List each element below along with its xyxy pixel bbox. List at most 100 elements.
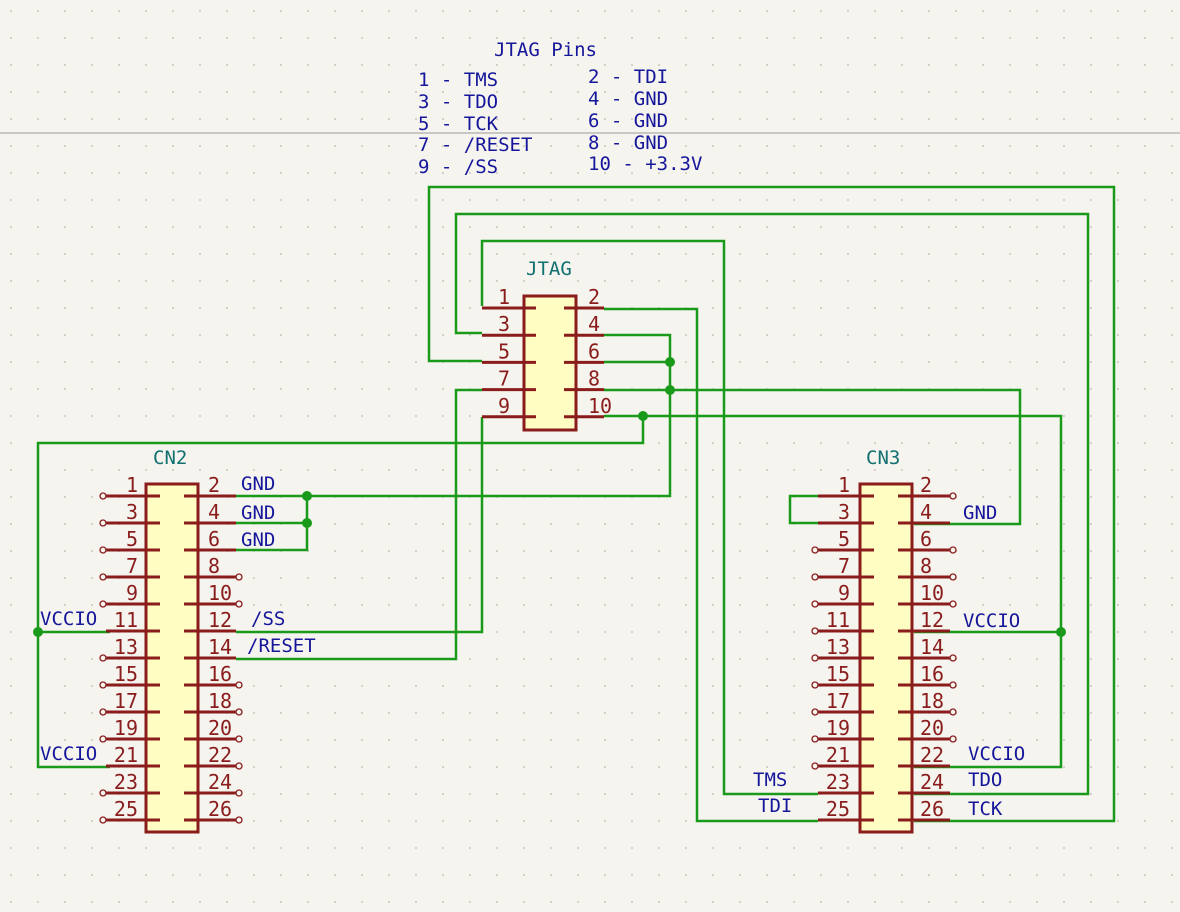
cn2-pin-number: 15	[114, 662, 138, 686]
wire-tdo[interactable]	[454, 212, 1090, 796]
no-connect-icon	[235, 735, 243, 743]
no-connect-icon	[99, 573, 107, 581]
cn3-pin-number: 11	[826, 608, 850, 632]
notes-line-9: 9 - /SS	[418, 156, 498, 178]
cn2-pin-number: 20	[208, 716, 232, 740]
no-connect-icon	[949, 654, 957, 662]
cn3-pin-number: 14	[920, 635, 944, 659]
no-connect-icon	[811, 546, 819, 554]
jtag-pin-number: 5	[498, 339, 510, 363]
cn3-pin-number: 8	[920, 554, 932, 578]
cn3-reference: CN3	[866, 447, 900, 469]
no-connect-icon	[811, 708, 819, 716]
wire-gnd-8-cn3[interactable]	[604, 388, 1022, 526]
jtag-pin-number: 4	[588, 312, 600, 336]
cn3-pin-number: 21	[826, 743, 850, 767]
notes-line-5: 5 - TCK	[418, 113, 499, 135]
notes-line-2: 2 - TDI	[588, 66, 668, 88]
cn2-pin-number: 11	[114, 608, 138, 632]
wire-tdi[interactable]	[604, 307, 818, 823]
cn2-pin-number: 22	[208, 743, 232, 767]
net-label-gnd: GND	[963, 502, 997, 524]
wire-cn3-gnd-loop[interactable]	[788, 494, 818, 525]
wire-gnd-4[interactable]	[604, 333, 672, 362]
wire-gnd-cn2-stack[interactable]	[236, 496, 309, 552]
net-label-ss: /SS	[251, 608, 285, 630]
no-connect-icon	[99, 600, 107, 608]
no-connect-icon	[99, 492, 107, 500]
cn3-pin-number: 15	[826, 662, 850, 686]
cn2-connector[interactable]: CN2 135791113151719212325246810121416182…	[99, 447, 243, 834]
jtag-pin-number: 7	[498, 367, 510, 391]
cn2-pin-number: 7	[126, 554, 138, 578]
cn3-pin-number: 26	[920, 797, 944, 821]
cn3-pin-number: 6	[920, 527, 932, 551]
no-connect-icon	[949, 681, 957, 689]
cn3-pin-number: 13	[826, 635, 850, 659]
cn3-pin-number: 1	[838, 473, 850, 497]
cn2-pin-number: 18	[208, 689, 232, 713]
cn2-pin-number: 1	[126, 473, 138, 497]
jtag-notes: JTAG Pins 1 - TMS 3 - TDO 5 - TCK 7 - /R…	[418, 39, 702, 178]
no-connect-icon	[99, 546, 107, 554]
no-connect-icon	[235, 762, 243, 770]
cn2-pin-number: 3	[126, 500, 138, 524]
net-label-tdo: TDO	[968, 769, 1002, 791]
cn3-pin-number: 20	[920, 716, 944, 740]
net-label-gnd: GND	[241, 502, 275, 524]
wire-vccio-cn3[interactable]	[604, 414, 1063, 769]
no-connect-icon	[949, 546, 957, 554]
cn2-pin-number: 16	[208, 662, 232, 686]
cn2-pin-number: 24	[208, 770, 232, 794]
cn3-pin-number: 23	[826, 770, 850, 794]
no-connect-icon	[811, 762, 819, 770]
notes-title: JTAG Pins	[494, 39, 597, 61]
no-connect-icon	[235, 600, 243, 608]
jtag-pin-number: 2	[588, 285, 600, 309]
cn2-pin-number: 26	[208, 797, 232, 821]
cn2-pin-number: 14	[208, 635, 232, 659]
cn3-connector[interactable]: CN3 135791113151719212325246810121416182…	[811, 447, 957, 834]
jtag-pin-number: 3	[498, 312, 510, 336]
cn2-pin-number: 10	[208, 581, 232, 605]
wire-vccio-cn2[interactable]	[36, 416, 645, 769]
jtag-reference: JTAG	[526, 258, 572, 280]
no-connect-icon	[949, 573, 957, 581]
wires	[36, 185, 1116, 823]
no-connect-icon	[99, 708, 107, 716]
cn2-pin-number: 17	[114, 689, 138, 713]
no-connect-icon	[235, 681, 243, 689]
no-connect-icon	[949, 708, 957, 716]
cn2-pins: 1357911131517192123252468101214161820222…	[99, 473, 243, 824]
junction	[638, 411, 648, 421]
cn2-pin-number: 2	[208, 473, 220, 497]
cn3-pin-number: 9	[838, 581, 850, 605]
junction	[33, 627, 43, 637]
wire-tms[interactable]	[480, 239, 818, 796]
wire-tck[interactable]	[427, 185, 1116, 823]
cn3-pin-number: 18	[920, 689, 944, 713]
cn3-pin-number: 16	[920, 662, 944, 686]
cn2-pin-number: 8	[208, 554, 220, 578]
no-connect-icon	[99, 519, 107, 527]
notes-line-10: 10 - +3.3V	[588, 153, 702, 175]
net-label-tms: TMS	[753, 769, 787, 791]
net-label-tck: TCK	[968, 798, 1003, 820]
no-connect-icon	[99, 789, 107, 797]
no-connect-icon	[811, 600, 819, 608]
junction	[665, 357, 675, 367]
cn2-pin-number: 6	[208, 527, 220, 551]
no-connect-icon	[811, 573, 819, 581]
cn2-pin-number: 9	[126, 581, 138, 605]
wire-reset[interactable]	[236, 388, 482, 661]
wire-gnd-cn2[interactable]	[236, 362, 672, 498]
wire-ss[interactable]	[236, 417, 484, 634]
grid-dots	[10, 10, 1173, 903]
no-connect-icon	[99, 654, 107, 662]
cn2-reference: CN2	[153, 447, 187, 469]
junction	[302, 518, 312, 528]
net-label-gnd: GND	[241, 529, 275, 551]
